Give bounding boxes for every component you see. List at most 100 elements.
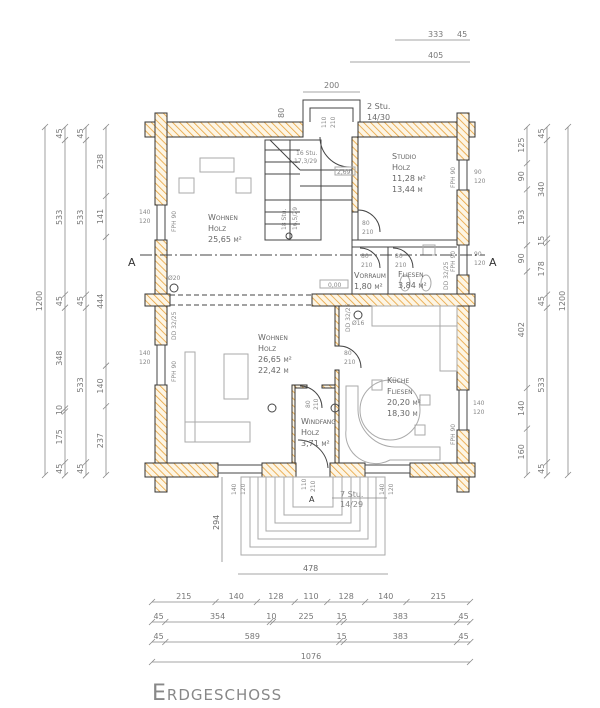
room-finish: Fliesen [398,270,424,279]
wall [154,239,168,346]
window-height: 120 [139,359,151,366]
door-swing [359,247,381,269]
room-finish: Fliesen [387,387,413,396]
room-name: Wohnen [258,333,288,342]
dim-tick [323,598,331,606]
dim-tick [61,291,69,298]
dim-label: 10 [266,612,276,621]
room-area: 3,71 m² [301,439,330,448]
room-finish: Holz [301,428,319,437]
stairs-label: 2 Stu. [367,102,390,111]
window-width: 140 [231,483,238,495]
dim-tick [102,123,110,131]
room-name: Küche [387,376,409,385]
dim-tick [361,598,369,606]
dim-label: 405 [428,51,443,60]
dim-tick [82,304,90,311]
door-width: 80 [395,253,403,260]
door-width: 80 [361,253,369,260]
wall [334,369,340,464]
window-height: 120 [388,483,395,495]
staircase [264,139,352,241]
stairs-ratio: 14/29 [340,500,363,509]
dim-tick [61,304,69,311]
level-box [334,166,356,176]
room-name: Wohnen [208,213,238,222]
dim-tick [61,458,69,466]
wall [329,462,366,478]
wall [291,384,296,464]
room-name: Studio [392,152,417,161]
window-height: 120 [474,260,486,267]
dim-label: 140 [229,592,244,601]
window-width: 140 [379,483,386,495]
section-mark: A [489,256,497,269]
level-label: 0,00 [328,282,342,289]
room-kueche: Küche Fliesen 20,20 m² 18,30 m [387,376,421,418]
room-finish: Holz [208,224,226,233]
dim-label: 402 [517,322,526,337]
dim-label: 45 [55,464,64,474]
dim-label: 175 [55,429,64,444]
fph-label: FPH 90 [450,251,457,272]
dim-tick [82,291,90,298]
window-width: 140 [139,350,151,357]
dim-label: 90 [517,171,526,181]
dim-tick [102,233,110,241]
door-height: 210 [344,359,356,366]
fph-label: FPH 90 [450,167,457,188]
wall [456,112,470,161]
window [458,389,468,431]
dim-label: 533 [76,377,85,392]
dim-tick [523,159,531,167]
dim-label: 128 [268,592,283,601]
door-height: 210 [313,398,320,410]
dim-tick [523,242,531,249]
dim-tick [543,235,551,242]
dim-label: 15 [336,612,346,621]
dim-tick [266,618,274,626]
dim-label: 15 [336,632,346,641]
room-name: Vorraum [354,271,386,280]
room-wohnen-oben: Wohnen Holz 25,65 m² [208,213,242,244]
dim-tick [102,362,110,369]
room-area: 26,65 m² [258,355,292,364]
stair-lower-ratio: 16,5/29 [292,207,299,230]
room-perimeter: 13,44 m [392,185,423,194]
dim-tick [523,123,531,131]
chimney-label: DD 32/25 [345,303,352,332]
room-area: 25,65 m² [208,235,242,244]
door-height: 210 [395,262,407,269]
window-labels: 140 120 140 120 90 120 90 120 140 120 14… [139,167,486,495]
dim-tick [523,384,531,392]
level-label: 2,69 [337,169,351,176]
door-width: 110 [321,116,328,128]
dim-label: 533 [76,210,85,225]
room-finish: Holz [258,344,276,353]
dim-label: 178 [537,261,546,276]
dim-tick [82,136,90,144]
dim-label: 45 [457,30,467,39]
dim-label: 238 [96,154,105,169]
dim-tick [82,458,90,466]
dim-tick [82,472,90,479]
dim-label: 10 [55,405,64,415]
dim-tick [453,618,461,626]
door-swing [297,439,329,469]
entry-bottom: 7 Stu. 14/29 294 478 [212,477,388,575]
wall [456,274,470,391]
door-labels: 80 210 80 210 80 210 80 210 80 210 110 2… [301,220,407,492]
dim-tick [269,618,277,626]
dim-label: 110 [303,592,318,601]
window [458,159,468,191]
dim-tick [102,192,110,200]
door-swing [319,136,351,168]
dim-tick [41,123,49,131]
dim-tick [564,123,572,131]
dim-tick [340,638,348,646]
door-height: 210 [330,116,337,128]
dim-label: 1200 [558,291,567,311]
chimney-label: DD 32/25 [443,261,450,290]
